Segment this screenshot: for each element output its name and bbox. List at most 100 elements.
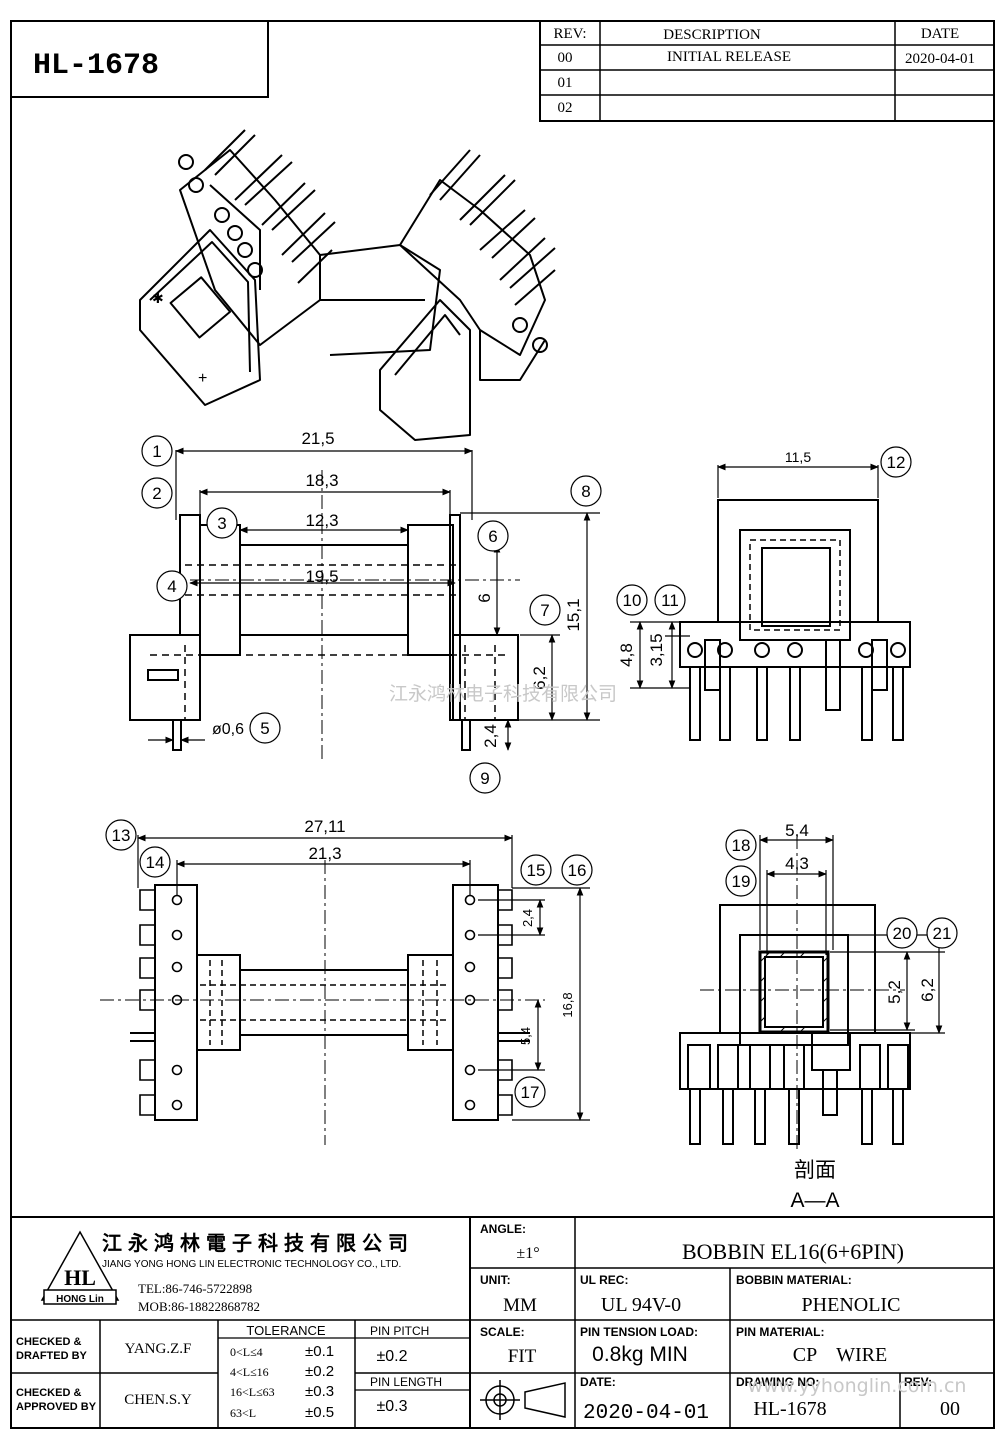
pin1-mark-b: +	[198, 370, 207, 387]
balloon-4-label: 4	[167, 577, 176, 596]
balloon-19	[725, 865, 757, 897]
unit-value: MM	[503, 1295, 537, 1316]
balloon-11-label: 11	[661, 591, 679, 610]
tension-value: 0.8kg MIN	[592, 1343, 688, 1366]
tolerance-label: TOLERANCE	[246, 1323, 326, 1338]
balloons	[105, 435, 958, 1108]
projection-symbol	[480, 1380, 566, 1420]
front-view	[129, 514, 519, 751]
dim-11-5: 11,5	[785, 449, 811, 465]
unit-label: UNIT:	[480, 1273, 511, 1287]
balloon-18-label: 18	[732, 836, 751, 855]
balloon-3-label: 3	[217, 514, 226, 533]
balloon-12-label: 12	[887, 453, 906, 472]
tol-value-1: ±0.2	[305, 1363, 334, 1380]
balloon-13-label: 13	[112, 826, 131, 845]
balloon-5-label: 5	[260, 719, 269, 738]
rev-value: 00	[940, 1398, 960, 1420]
dim-5-2: 5,2	[885, 980, 904, 1004]
balloon-16-label: 16	[568, 861, 587, 880]
rev-row-2-rev: 02	[558, 100, 573, 116]
part-number-box: HL-1678	[10, 20, 269, 98]
watermark-cn: 江永鸿林电子科技有限公司	[389, 683, 617, 705]
balloon-7-label: 7	[540, 601, 549, 620]
rev-label: REV:	[904, 1375, 932, 1389]
dim-21-3: 21,3	[308, 844, 341, 863]
balloon-8	[570, 475, 602, 507]
balloon-4	[156, 570, 188, 602]
revision-table	[539, 20, 995, 122]
drafted-by: YANG.Z.F	[125, 1341, 192, 1357]
company-name-cn: 江永鸿林電子科技有限公司	[102, 1231, 414, 1255]
drawing-no-value: HL-1678	[753, 1398, 826, 1420]
bottom-view-pins	[139, 889, 513, 1116]
dim-6-2-section: 6,2	[918, 978, 937, 1002]
dim-4-3: 4,3	[785, 854, 809, 873]
balloon-20	[886, 917, 918, 949]
part-number: HL-1678	[33, 49, 159, 83]
balloon-17-label: 17	[521, 1083, 540, 1102]
logo-subtitle: HONG Lin	[56, 1294, 104, 1305]
rev-row-1-rev: 01	[558, 75, 573, 91]
dim-6-2: 6,2	[530, 666, 549, 690]
balloon-21-label: 21	[933, 924, 952, 943]
dim-3-15: 3,15	[647, 633, 666, 666]
company-logo	[40, 1230, 120, 1305]
balloon-1-label: 1	[152, 442, 161, 461]
section-label-cn: 剖面	[794, 1159, 836, 1182]
logo-letters: HL	[64, 1265, 96, 1290]
balloon-11	[654, 584, 686, 616]
scale-value: FIT	[508, 1346, 537, 1367]
balloon-10-label: 10	[623, 591, 642, 610]
drafted-label-1: CHECKED &	[16, 1336, 81, 1348]
balloon-3	[206, 507, 238, 539]
drafted-label-2: DRAFTED BY	[16, 1350, 88, 1362]
date-label: DATE:	[580, 1375, 616, 1389]
scale-label: SCALE:	[480, 1325, 525, 1339]
balloon-9-label: 9	[480, 769, 489, 788]
balloon-14	[139, 846, 171, 878]
balloon-14-label: 14	[146, 853, 165, 872]
tol-range-2: 16<L≤63	[230, 1385, 275, 1399]
ul-label: UL REC:	[580, 1273, 628, 1287]
front-view-dimensions	[148, 447, 600, 751]
balloon-2	[141, 477, 173, 509]
approved-label-1: CHECKED &	[16, 1387, 81, 1399]
ul-value: UL 94V-0	[601, 1294, 681, 1316]
balloon-13	[105, 819, 137, 851]
balloon-10	[616, 584, 648, 616]
balloon-6	[477, 520, 509, 552]
dim-2-4: 2,4	[481, 724, 500, 748]
side-view-hidden	[740, 499, 860, 631]
sheet-border	[10, 20, 995, 1429]
dim-21-5: 21,5	[301, 429, 334, 448]
pin-material-label: PIN MATERIAL:	[736, 1325, 824, 1339]
balloon-6-label: 6	[488, 527, 497, 546]
side-view-dimensions	[630, 463, 879, 689]
balloon-2-label: 2	[152, 484, 161, 503]
pin-length-value: ±0.3	[376, 1398, 407, 1415]
date-header: DATE	[921, 26, 959, 42]
company-mob: MOB:86-18822868782	[138, 1299, 260, 1314]
company-name-en: JIANG YONG HONG LIN ELECTRONIC TECHNOLOG…	[102, 1259, 401, 1270]
tol-value-2: ±0.3	[305, 1383, 334, 1400]
tol-range-1: 4<L≤16	[230, 1365, 269, 1379]
balloon-8-label: 8	[581, 482, 590, 501]
bottom-view-centerlines	[100, 860, 545, 1145]
dim-6: 6	[475, 593, 494, 602]
balloon-19-label: 19	[732, 872, 751, 891]
balloon-12	[880, 446, 912, 478]
description-header: DESCRIPTION	[663, 27, 761, 43]
dim-12-3: 12,3	[305, 511, 338, 530]
dim-4-8: 4,8	[617, 643, 636, 667]
dim-pitch-2-4: 2,4	[520, 909, 535, 927]
balloon-15-label: 15	[527, 861, 546, 880]
angle-value: ±1°	[516, 1245, 539, 1262]
bottom-view	[130, 884, 530, 1121]
bottom-view-dimensions	[137, 834, 590, 1121]
section-label: A—A	[790, 1189, 839, 1212]
dim-18-3: 18,3	[305, 471, 338, 490]
dim-15-1: 15,1	[564, 598, 583, 631]
pin-pitch-value: ±0.2	[376, 1348, 407, 1365]
drawing-title: BOBBIN EL16(6+6PIN)	[682, 1239, 904, 1264]
